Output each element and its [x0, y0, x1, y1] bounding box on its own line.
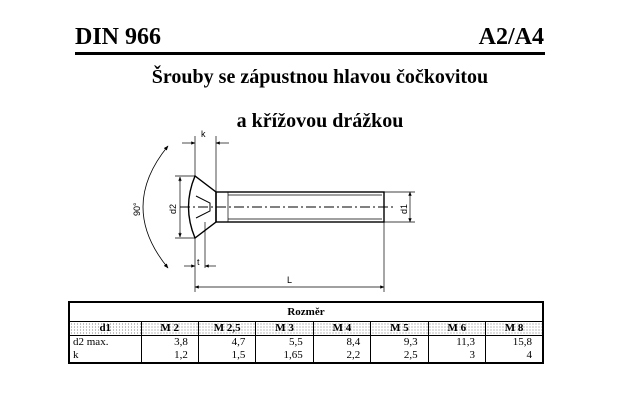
- cell-value: 2,5: [370, 349, 429, 364]
- cell-value: 1,65: [255, 349, 314, 364]
- cell-value: 1,2: [140, 349, 199, 364]
- title-line-2: a křížovou drážkou: [236, 110, 404, 132]
- size-col: M 2,5: [197, 321, 257, 336]
- cross-recess: [195, 195, 211, 219]
- dimension-table: Rozměr d1 M 2 M 2,5 M 3 M 4 M 5 M 6 M 8 …: [68, 301, 544, 364]
- table-header-row: d1 M 2 M 2,5 M 3 M 4 M 5 M 6 M 8: [68, 321, 544, 336]
- screw-head: [187, 174, 217, 240]
- screw-drawing: k 90° d2 d1 t L: [132, 129, 415, 292]
- cell-value: 1,5: [197, 349, 257, 364]
- size-col: M 8: [485, 321, 544, 336]
- row-label: d2 max.: [68, 335, 142, 349]
- label-L: L: [287, 275, 292, 285]
- cell-value: 15,8: [485, 335, 544, 349]
- table-row: k 1,2 1,5 1,65 2,2 2,5 3 4: [68, 349, 544, 364]
- cell-value: 8,4: [312, 335, 372, 349]
- row-label: k: [68, 349, 142, 364]
- cell-value: 5,5: [255, 335, 314, 349]
- cell-value: 3,8: [140, 335, 199, 349]
- cell-value: 3: [427, 349, 487, 364]
- screw-shank: [215, 191, 385, 223]
- label-d2: d2: [168, 204, 178, 214]
- size-col: M 5: [370, 321, 429, 336]
- size-col: M 4: [312, 321, 372, 336]
- angle-arc: [142, 145, 169, 269]
- size-col: M 3: [255, 321, 314, 336]
- material-code: A2/A4: [478, 24, 544, 50]
- cell-value: 2,2: [312, 349, 372, 364]
- size-col: M 2: [140, 321, 199, 336]
- cell-value: 11,3: [427, 335, 487, 349]
- table-caption: Rozměr: [68, 301, 544, 322]
- cell-value: 4,7: [197, 335, 257, 349]
- header-rule: [75, 52, 545, 55]
- cell-value: 4: [485, 349, 544, 364]
- size-col: M 6: [427, 321, 487, 336]
- label-k: k: [201, 129, 206, 139]
- header-label: d1: [68, 321, 142, 336]
- standard-code: DIN 966: [75, 24, 162, 50]
- table-row: d2 max. 3,8 4,7 5,5 8,4 9,3 11,3 15,8: [68, 335, 544, 349]
- label-d1: d1: [399, 204, 409, 214]
- title-line-1: Šrouby se zápustnou hlavou čočkovitou: [151, 66, 489, 88]
- cell-value: 9,3: [370, 335, 429, 349]
- label-angle: 90°: [132, 202, 142, 216]
- label-t: t: [197, 257, 200, 267]
